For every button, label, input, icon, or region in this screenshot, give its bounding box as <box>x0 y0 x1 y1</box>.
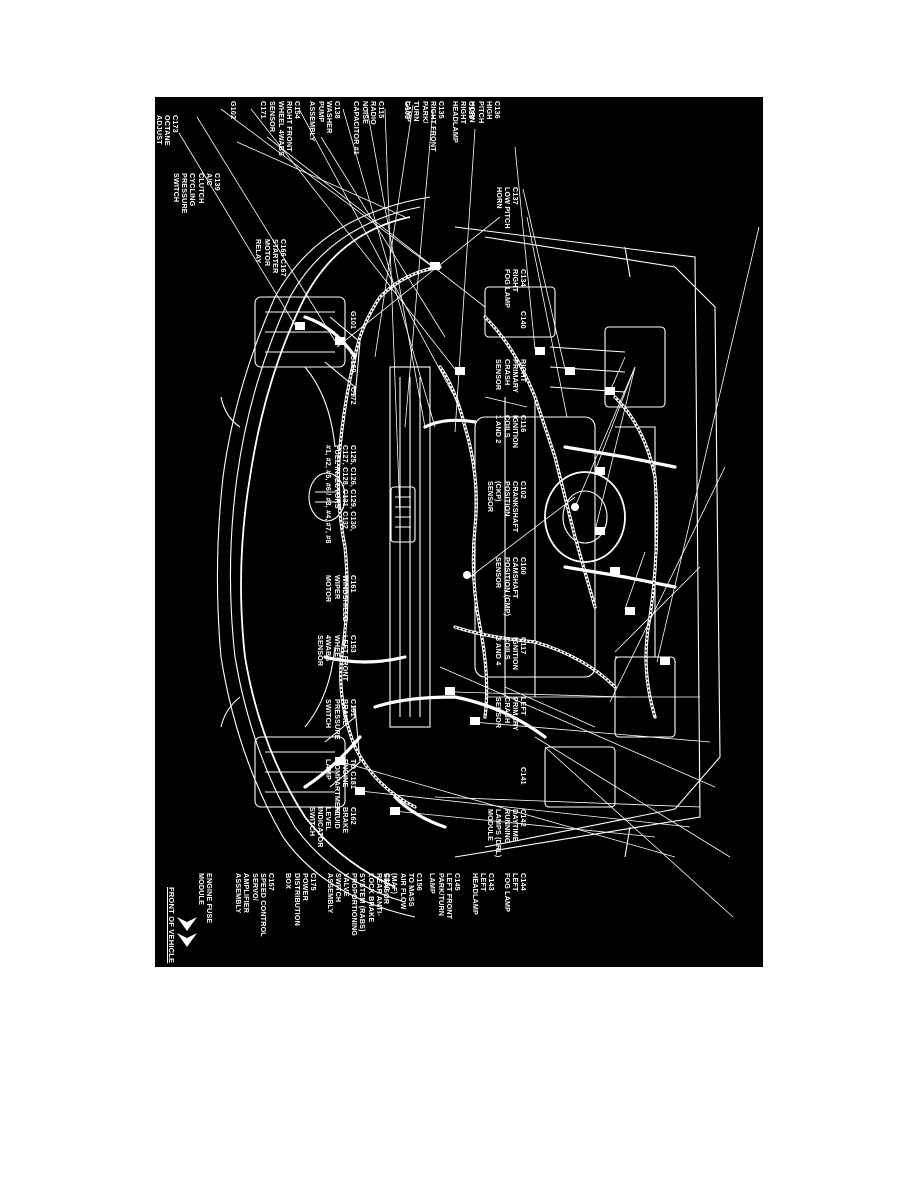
label-c166: C166 C167 STARTER MOTOR RELAY <box>254 239 288 277</box>
label-c100: C100 CAMSHAFT POSITION (CMP) SENSOR <box>494 557 528 617</box>
front-arrow-icon <box>177 917 197 947</box>
label-engine-fuse-module: ENGINE FUSE MODULE <box>196 873 214 924</box>
label-c161: C161 WINDSHIELD WIPER MOTOR <box>324 575 358 623</box>
label-c172: C172 <box>349 387 358 405</box>
label-right-primary-crash-sensor: RIGHT PRIMARY CRASH SENSOR <box>494 359 528 393</box>
engine-compartment-drawing <box>177 104 760 947</box>
label-c143: C143 LEFT HEADLAMP <box>470 873 496 915</box>
label-c150: C150 REAR ANTI- LOCK BRAKE SYSTEM (RABS)… <box>325 873 392 937</box>
label-c136: C136 HIGH PITCH HORN <box>468 101 502 124</box>
lamp-outlines <box>254 296 356 808</box>
label-left-primary-crash-sensor: LEFT PRIMARY CRASH SENSOR <box>494 697 528 731</box>
front-of-vehicle-label: FRONT OF VEHICLE <box>167 887 176 964</box>
label-c162: C162 BRAKE FLUID LEVEL INDICATOR SWITCH <box>307 807 358 848</box>
label-c116: C116 IGNITION COILS 1 AND 2 <box>494 415 528 449</box>
label-c171: C171 <box>259 101 268 119</box>
label-c151: C151 BRAKE PRESSURE SWITCH <box>324 699 358 740</box>
wiring-harness <box>303 265 677 829</box>
label-c138: C138 WASHER PUMP ASSEMBLY <box>308 101 342 142</box>
label-c157: C157 SPEED CONTROL SERVO/ AMPLIFIER ASSE… <box>234 873 276 937</box>
label-fuel-injectors: C125, C126, C129, C130, C127, C128, C131… <box>324 445 358 544</box>
label-c137: C137 LOW PITCH HORN <box>494 187 520 229</box>
label-g101: G101 <box>349 311 358 330</box>
radiator-outline <box>308 366 431 728</box>
label-c142: C142 DAYTIME RUNNING LAMPS (DRL) MODULE <box>486 809 528 858</box>
label-c117: C117 IGNITION COILS 3 AND 4 <box>494 637 528 671</box>
body-outline <box>216 196 721 918</box>
label-g102: G102 <box>229 101 238 120</box>
label-c135: C135 RIGHT FRONT PARK/ TURN LAMP <box>404 101 446 152</box>
label-c115: C115 RADIO NOISE CAPACITOR #1 <box>352 101 386 155</box>
label-c173: C173 OCTANE ADJUST (SHORTING BAR) <box>138 115 180 157</box>
leader-lines <box>178 104 760 918</box>
label-c154: C154 RIGHT FRONT WHEEL 4WABS SENSOR <box>268 101 302 157</box>
label-c175: C175 POWER DISTRIBUTION BOX <box>284 873 318 926</box>
label-c102: C102 CRANKSHAFT POSITION (CKP) SENSOR <box>486 481 528 533</box>
label-c140: C140 <box>519 311 528 329</box>
label-c153: C153 LEFT FRONT WHEEL 4WABS SENSOR <box>316 635 358 682</box>
label-c139: C139 A/C CLUTCH CYCLING PRESSURE SWITCH <box>171 173 222 214</box>
label-c134: C134 RIGHT FOG LAMP <box>502 269 528 309</box>
label-c169: C169 <box>349 355 358 373</box>
wiring-location-diagram: C173 OCTANE ADJUST (SHORTING BAR) C139 A… <box>138 97 763 967</box>
label-c141: C141 <box>519 767 528 785</box>
label-c144: C144 LEFT FOG LAMP <box>502 873 528 913</box>
label-c145: C145 LEFT FRONT PARK/TURN LAMP <box>428 873 462 920</box>
